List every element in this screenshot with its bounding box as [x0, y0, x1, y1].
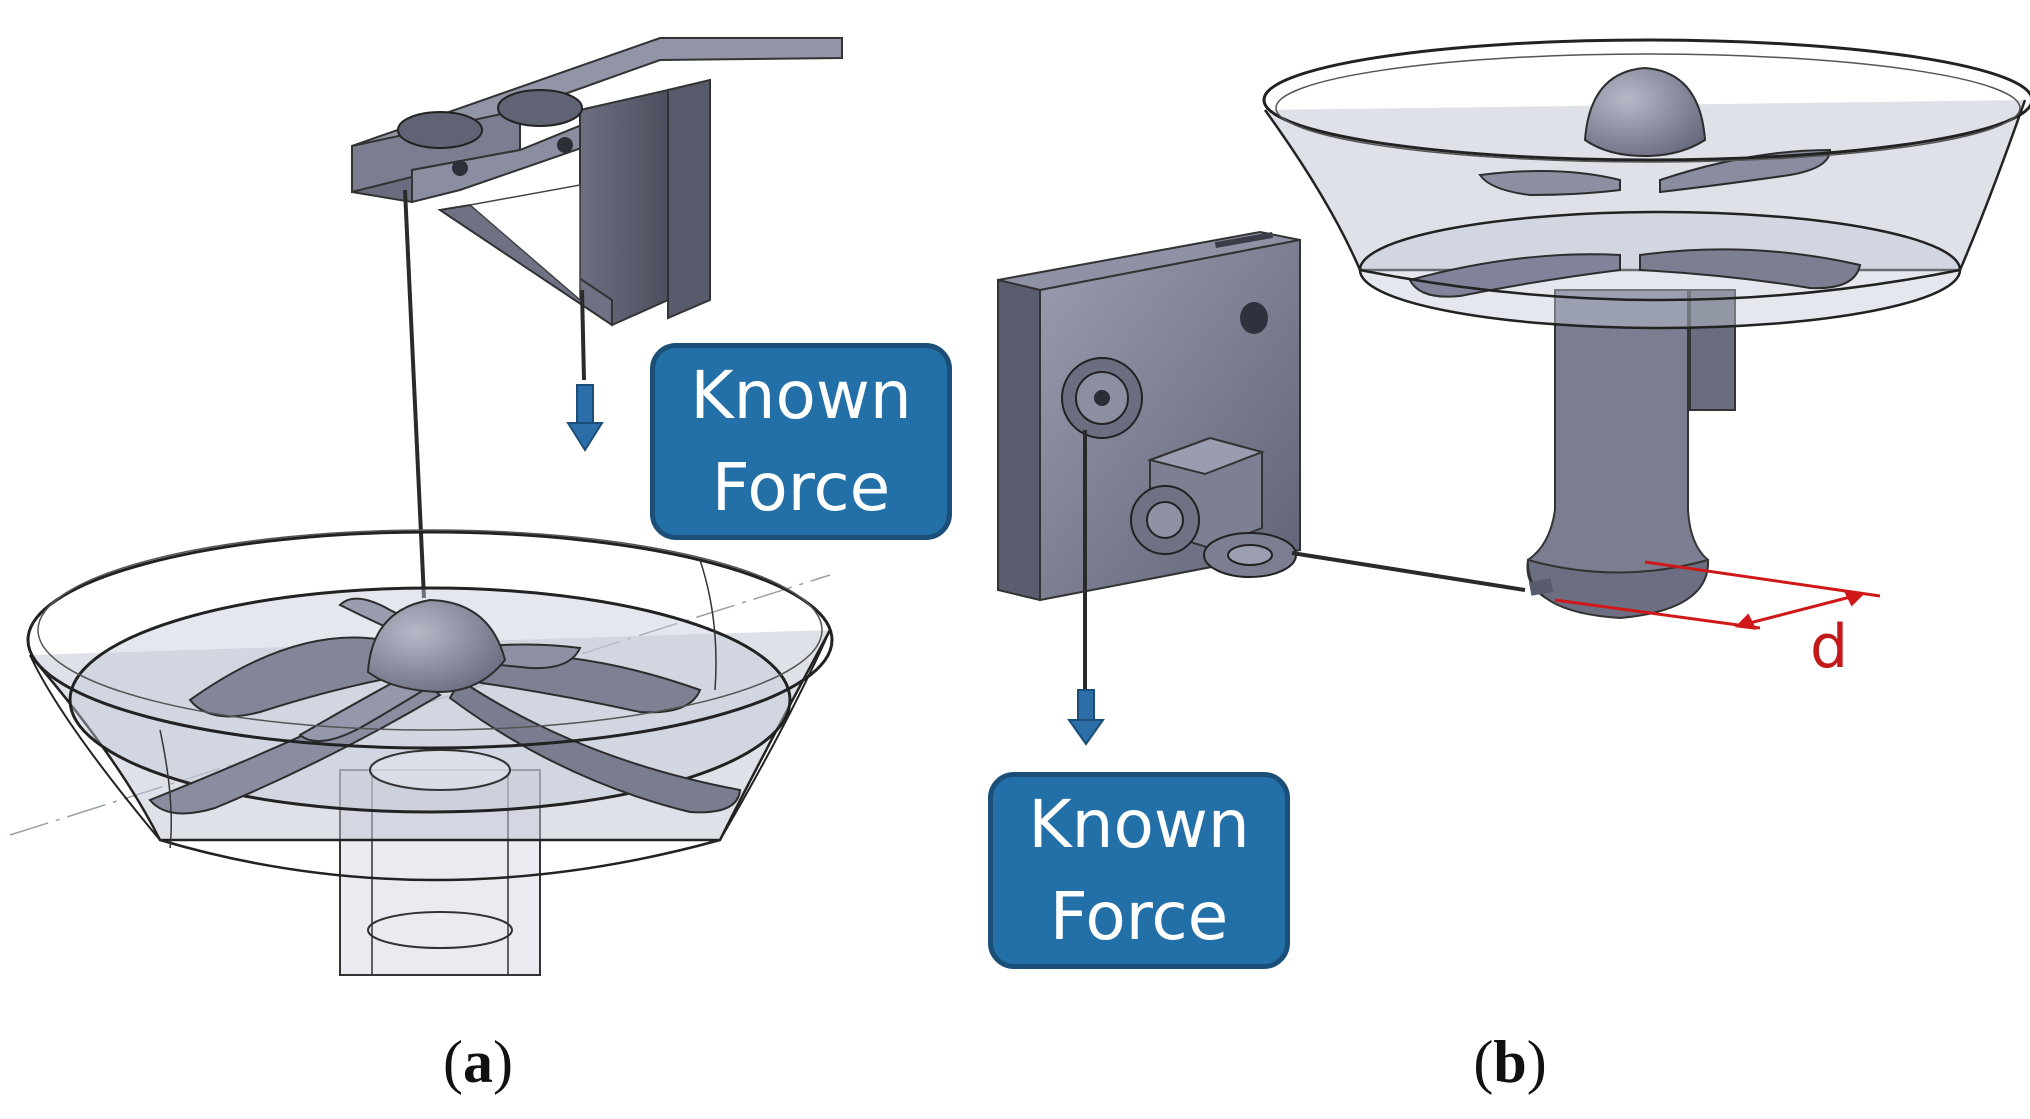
panel-a-caption-letter: a	[463, 1029, 493, 1095]
panel-a-fan-assembly	[26, 529, 834, 976]
panel-b-force-arrow	[1067, 689, 1105, 746]
panel-a-known-force-line1: Known	[690, 356, 912, 434]
panel-a-known-force-label: Known Force	[650, 343, 952, 540]
panel-a-weight-string	[580, 289, 586, 381]
panel-b-diagram	[997, 38, 2030, 746]
panel-a-pulley-bracket	[351, 37, 843, 327]
panel-b-caption: (b)	[1473, 1029, 1547, 1095]
panel-b-known-force-line1: Known	[1028, 785, 1250, 863]
panel-b-dimension-d	[1554, 560, 1881, 630]
panel-b-dimension-label: d	[1810, 612, 1849, 682]
panel-a-force-arrow	[566, 384, 604, 452]
panel-b-caption-letter: b	[1493, 1029, 1527, 1095]
panel-b-fan-assembly	[1262, 38, 2030, 620]
panel-a-known-force-line2: Force	[711, 448, 891, 526]
panel-b-known-force-line2: Force	[1049, 877, 1229, 955]
panel-b-known-force-label: Known Force	[988, 772, 1290, 969]
panel-a-caption: (a)	[443, 1029, 513, 1095]
panel-b-string	[1291, 551, 1526, 592]
panel-a-string	[403, 189, 426, 599]
panel-a-diagram	[9, 37, 843, 976]
